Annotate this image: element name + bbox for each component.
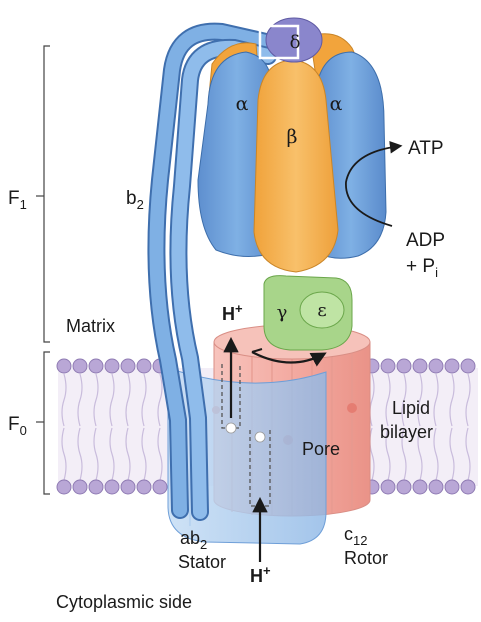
f0-bracket [43, 351, 50, 495]
b2-stalk [147, 22, 277, 521]
pore-label: Pore [302, 439, 340, 459]
lipid-tails-right [369, 373, 471, 481]
epsilon-label: ε [317, 300, 326, 321]
delta-subunit [265, 17, 323, 63]
proton-dot-lower [254, 431, 266, 443]
central-stalk [263, 275, 353, 351]
epsilon-subunit [299, 291, 345, 329]
delta-label: δ [290, 32, 301, 53]
adp-label: ADP [406, 230, 445, 251]
h-plus-top-label: H+ [222, 301, 243, 324]
beta-label: β [287, 126, 298, 148]
rotation-arrow [251, 351, 327, 367]
f0-label: F0 [8, 414, 27, 438]
pi-label: + Pi [406, 256, 438, 280]
alpha-left-label: α [236, 93, 249, 115]
h-plus-bottom-label: H+ [250, 563, 271, 586]
gamma-label: γ [277, 302, 288, 323]
c12-label: c12 [344, 524, 367, 548]
alpha-right-label: α [330, 93, 343, 115]
atp-label: ATP [408, 138, 444, 159]
lipid-tails-left [61, 373, 163, 481]
f1-head [197, 17, 387, 273]
lipid-heads-bottom [56, 479, 476, 495]
proton-dot-upper [225, 422, 237, 434]
beta-center [253, 59, 339, 273]
f1-label: F1 [8, 188, 27, 212]
lipid-label: Lipid [392, 398, 430, 418]
bilayer-label: bilayer [380, 422, 433, 442]
rotor-label: Rotor [344, 548, 388, 568]
matrix-label: Matrix [66, 316, 115, 336]
ab2-label: ab2 [180, 528, 207, 552]
atp-synthesis-arrow [345, 141, 403, 227]
delta-highlight-box [258, 24, 300, 60]
f1-bracket [43, 45, 50, 343]
stator-label: Stator [178, 552, 226, 572]
b2-label: b2 [126, 188, 144, 212]
cytoplasmic-side-label: Cytoplasmic side [56, 592, 192, 612]
